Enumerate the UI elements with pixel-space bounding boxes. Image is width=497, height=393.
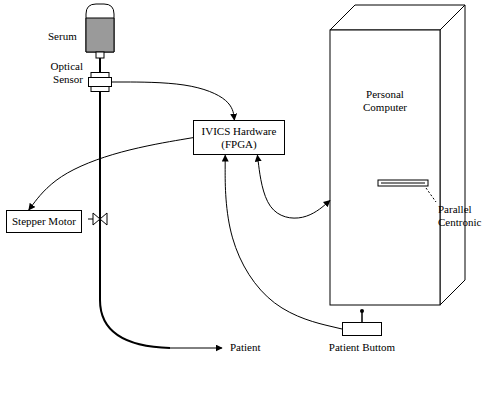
button-stem — [360, 309, 364, 322]
node-text: Personal Computer — [330, 88, 440, 113]
valve-symbol — [88, 213, 107, 225]
port-label: Parallel Centronic — [438, 203, 494, 228]
parallel-port — [378, 180, 428, 186]
process-box: IVICS Hardware (FPGA) — [193, 120, 285, 155]
computer-tower — [330, 5, 465, 305]
part-label: Patient — [230, 341, 261, 354]
connector-arrow — [257, 155, 330, 218]
node-text: Patient Buttom — [329, 341, 395, 354]
optical-sensor: Optical Sensor — [88, 72, 112, 92]
sensor-shape — [88, 72, 112, 92]
serum-bottle — [86, 4, 114, 58]
node-text: Stepper Motor — [12, 215, 76, 228]
button-box: Patient Buttom — [342, 322, 382, 336]
node-text: IVICS Hardware (FPGA) — [199, 125, 279, 150]
process-box: Stepper Motor — [6, 210, 82, 233]
connector-arrow — [112, 82, 234, 120]
connector-arrow — [29, 138, 193, 210]
part-label: Serum — [48, 30, 77, 43]
leader-line — [426, 188, 436, 202]
patient-arrow — [170, 348, 222, 349]
iv-tube — [100, 58, 170, 348]
connector-arrow — [225, 155, 342, 329]
node-text: Optical Sensor — [39, 60, 83, 85]
computer-box: Personal Computer — [330, 30, 440, 305]
